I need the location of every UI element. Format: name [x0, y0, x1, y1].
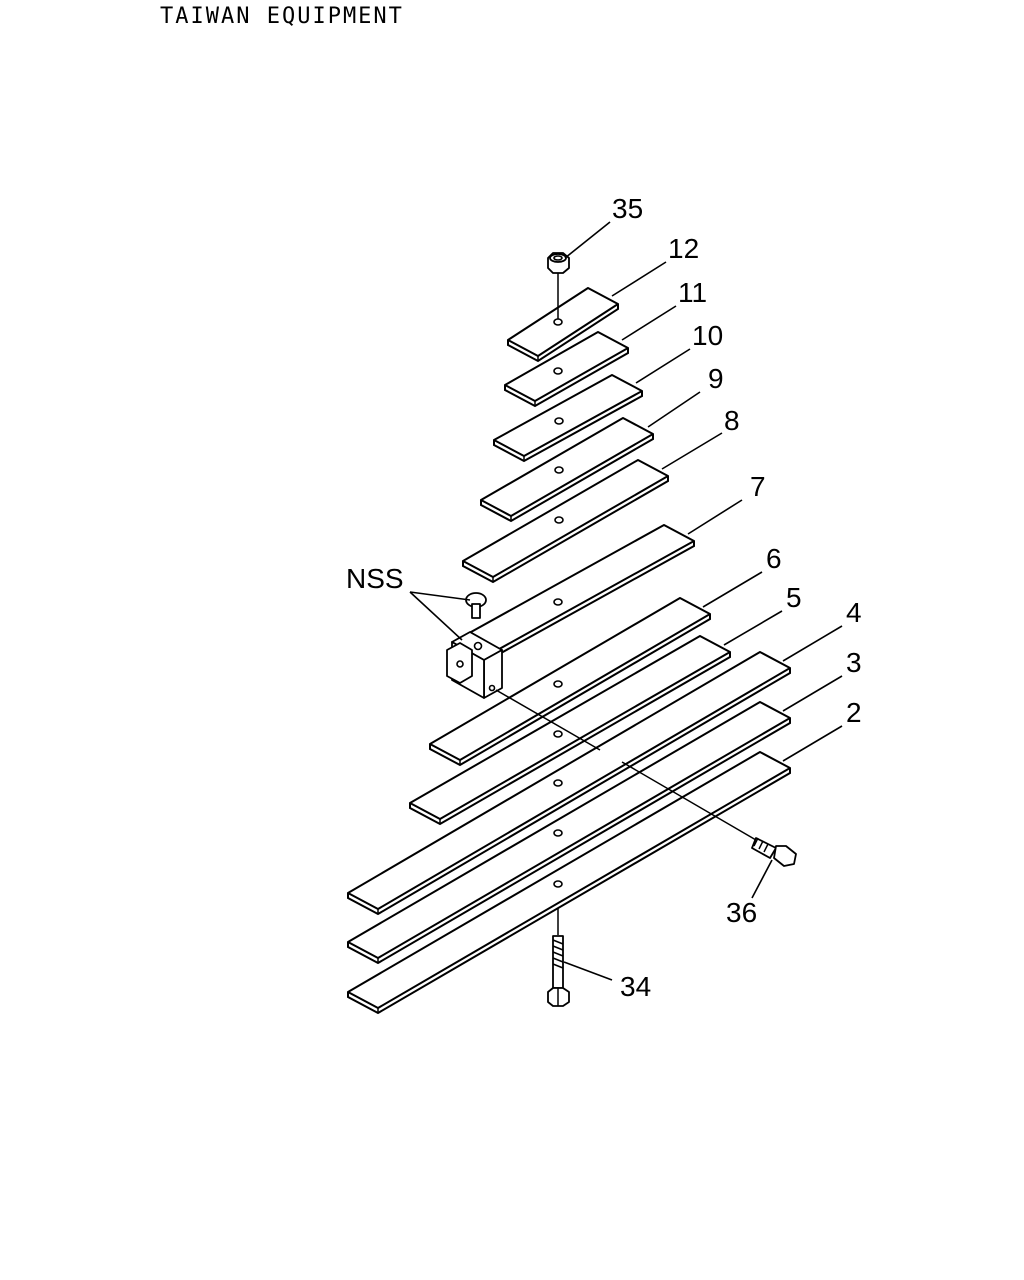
callout-11: 11: [678, 277, 707, 308]
callout-nss: NSS: [346, 563, 404, 594]
callout-36: 36: [726, 897, 757, 928]
leaf-9[interactable]: [480, 417, 654, 523]
leaf-2[interactable]: [347, 751, 791, 1015]
callout-7: 7: [750, 471, 766, 502]
callout-8: 8: [724, 405, 740, 436]
leaf-8[interactable]: [462, 459, 669, 584]
callout-5: 5: [786, 582, 802, 613]
page-title: TAIWAN EQUIPMENT: [160, 4, 404, 29]
leaf-3[interactable]: [347, 701, 791, 965]
leaf-12[interactable]: [507, 287, 619, 363]
leaf-4[interactable]: [347, 651, 791, 916]
callout-34: 34: [620, 971, 651, 1002]
leaf-6[interactable]: [429, 597, 711, 767]
callout-6: 6: [766, 543, 782, 574]
callout-12: 12: [668, 233, 699, 264]
callout-2: 2: [846, 697, 862, 728]
leaf-11[interactable]: [504, 331, 629, 408]
bolt-36[interactable]: [495, 689, 797, 867]
rivet-nss[interactable]: [465, 592, 487, 619]
callout-3: 3: [846, 647, 862, 678]
leaf-10[interactable]: [493, 374, 643, 463]
callout-9: 9: [708, 363, 724, 394]
callout-4: 4: [846, 597, 862, 628]
clip-bracket[interactable]: [446, 631, 503, 699]
callout-35: 35: [612, 193, 643, 224]
leaf-5[interactable]: [409, 635, 731, 826]
callout-10: 10: [692, 320, 723, 351]
leader-lines: [409, 221, 843, 981]
center-bolt-34[interactable]: [547, 908, 570, 1007]
